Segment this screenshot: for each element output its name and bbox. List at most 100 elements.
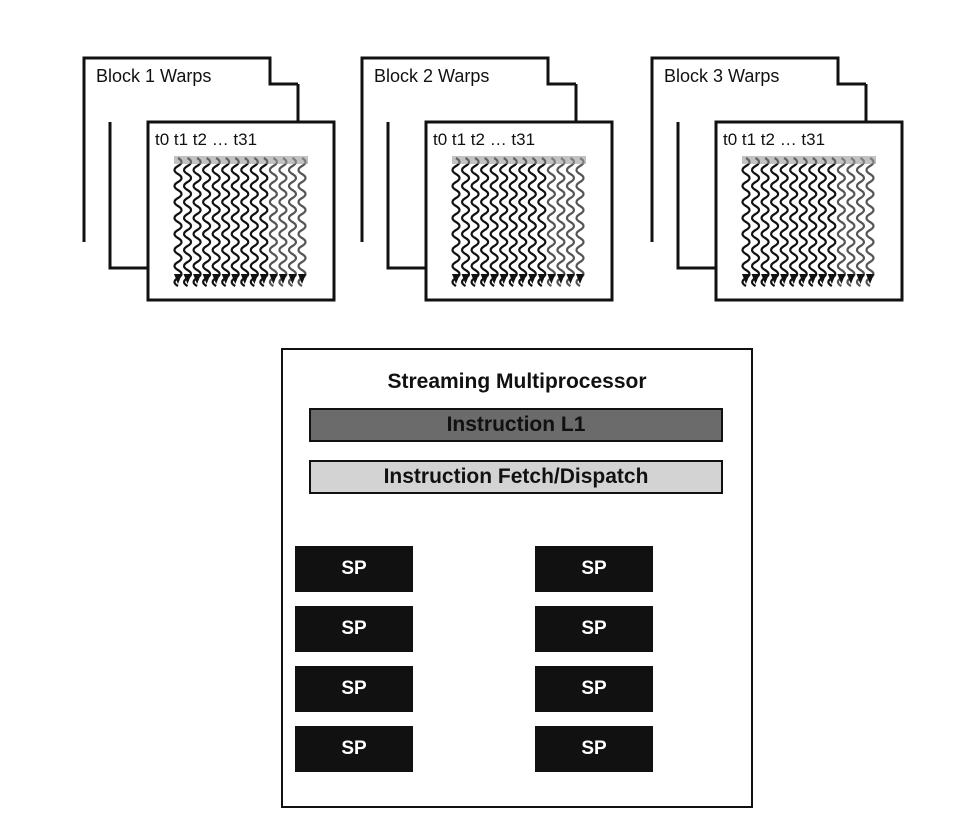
warp-highlight <box>742 156 876 164</box>
thread-wave <box>192 157 202 287</box>
thread-arrowhead <box>250 274 259 284</box>
warp-frame-back <box>650 56 866 242</box>
thread-wave <box>518 157 528 287</box>
warp-frame-middle <box>676 122 716 270</box>
thread-wave <box>741 157 751 287</box>
thread-arrowhead <box>288 274 297 284</box>
warp-frame-back <box>82 56 298 242</box>
thread-wave <box>508 157 518 287</box>
thread-wave <box>499 157 509 287</box>
thread-wave <box>565 157 576 287</box>
thread-arrowhead <box>298 274 306 284</box>
thread-wave <box>460 157 471 287</box>
thread-wave <box>798 157 808 287</box>
thread-arrowhead <box>780 274 789 284</box>
thread-wave <box>779 157 789 287</box>
thread-wave <box>480 157 490 287</box>
thread-arrowhead <box>761 274 770 284</box>
thread-arrowhead <box>547 274 556 284</box>
warp-highlight <box>174 156 308 164</box>
thread-wave <box>760 157 770 287</box>
thread-wave <box>827 157 837 287</box>
thread-wave <box>865 157 875 287</box>
warp-frame-back <box>360 56 576 242</box>
thread-arrowhead <box>518 274 527 284</box>
thread-arrowhead <box>452 274 460 284</box>
thread-arrowhead <box>480 274 489 284</box>
thread-arrowhead <box>183 274 192 284</box>
thread-wave <box>230 157 240 287</box>
thread-arrowhead <box>174 274 182 284</box>
warp-frames-2 <box>360 56 614 302</box>
thread-wave <box>489 157 499 287</box>
thread-block-3: Block 3 Warps t0 t1 t2 … t31 <box>650 56 910 306</box>
thread-wave <box>575 157 585 287</box>
thread-wave <box>750 157 761 287</box>
thread-arrowhead <box>576 274 584 284</box>
thread-wave <box>470 157 480 287</box>
thread-wave <box>268 157 278 287</box>
warp-frames-1 <box>82 56 336 302</box>
thread-arrowhead <box>742 274 750 284</box>
thread-arrowhead <box>866 274 874 284</box>
thread-arrowhead <box>269 274 278 284</box>
thread-wave <box>297 157 307 287</box>
thread-arrowhead <box>193 274 202 284</box>
thread-wave <box>836 157 846 287</box>
block-label: Block 2 Warps <box>372 66 492 87</box>
thread-arrowhead <box>808 274 817 284</box>
thread-arrowhead <box>231 274 240 284</box>
thread-label: t0 t1 t2 … t31 <box>154 130 259 150</box>
sp-unit: SP <box>535 726 653 772</box>
sp-unit: SP <box>535 546 653 592</box>
thread-wave <box>259 157 269 287</box>
thread-wave <box>789 157 799 287</box>
thread-arrowhead <box>856 274 865 284</box>
thread-wave <box>249 157 259 287</box>
block-label: Block 3 Warps <box>662 66 782 87</box>
thread-wave <box>846 157 856 287</box>
thread-arrowhead <box>509 274 518 284</box>
thread-wave <box>808 157 818 287</box>
thread-arrowhead <box>818 274 827 284</box>
thread-wave <box>211 157 221 287</box>
warp-frame-middle <box>386 122 426 270</box>
sp-unit: SP <box>295 606 413 652</box>
block-label: Block 1 Warps <box>94 66 214 87</box>
thread-wave <box>182 157 193 287</box>
thread-arrowhead <box>827 274 836 284</box>
thread-arrowhead <box>212 274 221 284</box>
streaming-multiprocessor: Streaming Multiprocessor Instruction L1 … <box>281 348 753 808</box>
thread-wave <box>278 157 288 287</box>
thread-wave <box>451 157 461 287</box>
sp-unit: SP <box>535 606 653 652</box>
thread-arrowhead <box>556 274 565 284</box>
thread-wave <box>817 157 827 287</box>
thread-arrowhead <box>837 274 846 284</box>
sp-unit: SP <box>535 666 653 712</box>
warp-frame-front <box>714 120 904 302</box>
thread-wave <box>287 157 298 287</box>
sp-unit: SP <box>295 726 413 772</box>
thread-arrowhead <box>461 274 470 284</box>
thread-arrowhead <box>278 274 287 284</box>
sm-title: Streaming Multiprocessor <box>387 370 647 393</box>
thread-wave <box>556 157 566 287</box>
thread-arrowhead <box>490 274 499 284</box>
thread-arrowhead <box>751 274 760 284</box>
warp-frame-middle <box>108 122 148 270</box>
thread-arrowhead <box>537 274 546 284</box>
thread-block-2: Block 2 Warps t0 t1 t2 … t31 <box>360 56 620 306</box>
thread-arrowhead <box>221 274 230 284</box>
thread-block-1: Block 1 Warps t0 t1 t2 … t31 <box>82 56 342 306</box>
thread-arrowhead <box>770 274 779 284</box>
warp-highlight <box>452 156 586 164</box>
instruction-l1-bar: Instruction L1 <box>309 408 723 442</box>
thread-arrowhead <box>202 274 211 284</box>
thread-arrowhead <box>240 274 249 284</box>
thread-arrowhead <box>789 274 798 284</box>
thread-label: t0 t1 t2 … t31 <box>722 130 827 150</box>
sp-unit: SP <box>295 546 413 592</box>
warp-frames-3 <box>650 56 904 302</box>
sp-unit: SP <box>295 666 413 712</box>
